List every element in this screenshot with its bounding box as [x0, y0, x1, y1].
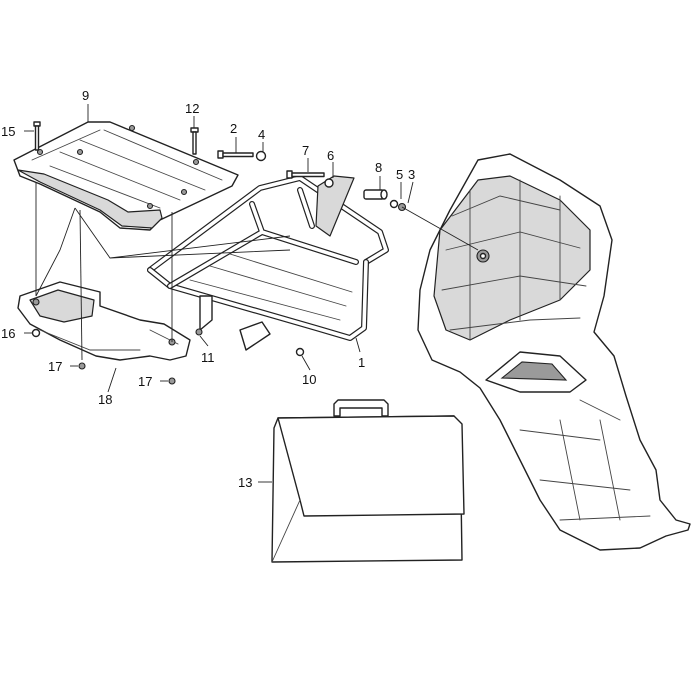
- washer-5: [389, 199, 399, 209]
- bolt-2: [217, 150, 254, 159]
- callout-12: 12: [185, 101, 199, 116]
- callout-3: 3: [408, 167, 415, 182]
- callout-16: 16: [1, 326, 15, 341]
- callout-13: 13: [238, 475, 252, 490]
- basket-rack: [147, 175, 389, 351]
- callout-17-right: 17: [138, 374, 152, 389]
- bolt-12: [190, 127, 199, 155]
- nut-10: [295, 347, 305, 357]
- washer-6: [324, 178, 334, 188]
- callout-17-left: 17: [48, 359, 62, 374]
- lower-bracket: [17, 281, 191, 361]
- callout-2: 2: [230, 121, 237, 136]
- callout-18: 18: [98, 392, 112, 407]
- front-shield: [417, 153, 691, 551]
- callout-1: 1: [358, 355, 365, 370]
- spacer-8: [363, 189, 388, 200]
- callout-4: 4: [258, 127, 265, 142]
- fastener-11: [195, 328, 203, 336]
- callout-7: 7: [302, 143, 309, 158]
- callout-15: 15: [1, 124, 15, 139]
- callouts: 9 12 2 4 7 6 8 5 3 15 16 17 17 18 11 10 …: [1, 88, 415, 490]
- callout-5: 5: [396, 167, 403, 182]
- callout-9: 9: [82, 88, 89, 103]
- callout-8: 8: [375, 160, 382, 175]
- callout-10: 10: [302, 372, 316, 387]
- callout-6: 6: [327, 148, 334, 163]
- bag: [271, 399, 465, 563]
- carrier-plate: [13, 121, 239, 231]
- bolt-15: [33, 121, 41, 151]
- bolt-7: [286, 170, 325, 179]
- screw-17-right: [168, 377, 176, 385]
- nut-16: [31, 328, 41, 338]
- leader-lines: [24, 104, 479, 483]
- callout-11: 11: [201, 350, 215, 365]
- screw-17-left: [78, 362, 86, 370]
- washer-4: [255, 150, 267, 162]
